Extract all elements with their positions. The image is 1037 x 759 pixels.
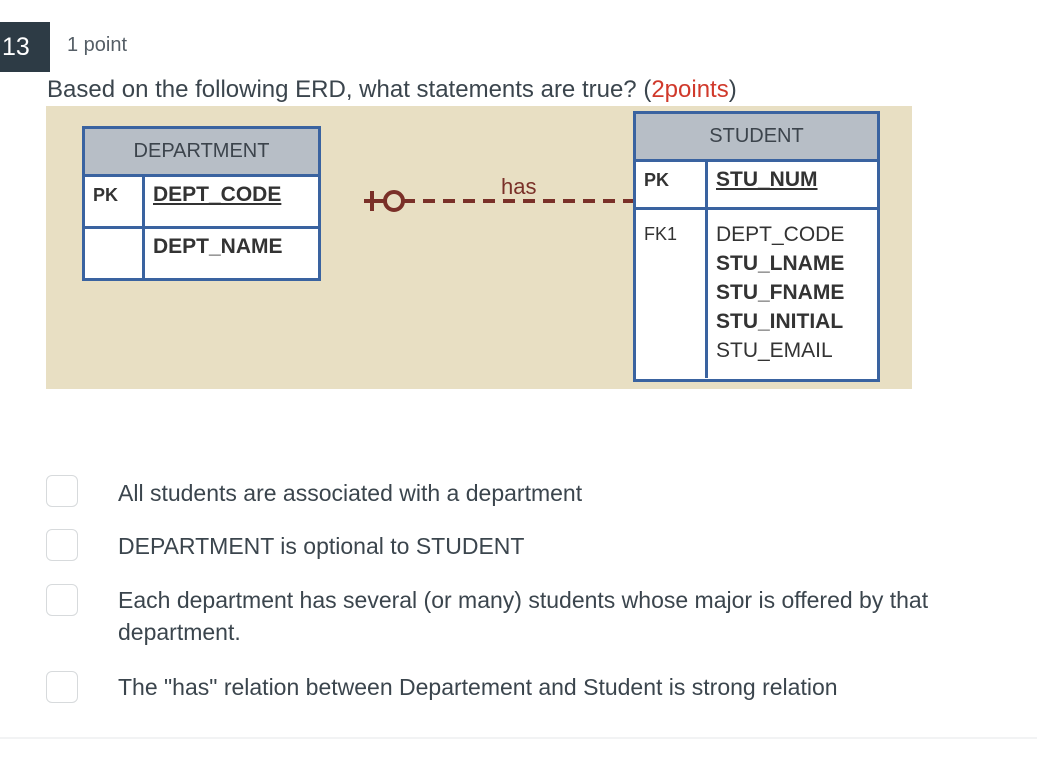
- field-dept-code: DEPT_CODE: [716, 223, 845, 246]
- student-header: STUDENT: [636, 114, 877, 162]
- question-number: 13: [2, 32, 30, 61]
- erd-diagram-image: DEPARTMENT PK DEPT_CODE DEPT_NAME has ST…: [46, 106, 912, 389]
- field-stu-num: STU_NUM: [708, 162, 877, 207]
- key-label: FK1: [636, 210, 708, 378]
- field-stu-initial: STU_INITIAL: [716, 310, 844, 333]
- option-4[interactable]: The "has" relation between Departement a…: [46, 671, 838, 703]
- department-entity: DEPARTMENT PK DEPT_CODE DEPT_NAME: [82, 126, 321, 281]
- field-stu-lname: STU_LNAME: [716, 252, 845, 275]
- field-stu-fname: STU_FNAME: [716, 281, 845, 304]
- option-checkbox[interactable]: [46, 671, 78, 703]
- department-header: DEPARTMENT: [85, 129, 318, 177]
- key-label: PK: [636, 162, 708, 207]
- field-dept-name: DEPT_NAME: [145, 229, 318, 278]
- prompt-close: ): [728, 76, 737, 103]
- prompt-text: Based on the following ERD, what stateme…: [47, 76, 652, 103]
- field-name: DEPT_CODE: [153, 183, 282, 206]
- question-points: 1 point: [67, 34, 128, 56]
- option-3[interactable]: Each department has several (or many) st…: [46, 584, 928, 645]
- department-pk-row: PK DEPT_CODE: [85, 177, 318, 229]
- student-pk-row: PK STU_NUM: [636, 162, 877, 210]
- question-number-badge: 13: [0, 22, 50, 72]
- key-label: PK: [85, 177, 145, 226]
- option-2[interactable]: DEPARTMENT is optional to STUDENT: [46, 529, 524, 561]
- relationship-label: has: [501, 174, 537, 199]
- option-label[interactable]: Each department has several (or many) st…: [118, 587, 929, 645]
- question-prompt: Based on the following ERD, what stateme…: [47, 76, 737, 104]
- student-attr-row: FK1 DEPT_CODE STU_LNAME STU_FNAME STU_IN…: [636, 210, 877, 378]
- option-label[interactable]: DEPARTMENT is optional to STUDENT: [118, 533, 525, 559]
- option-checkbox[interactable]: [46, 584, 78, 616]
- key-label: [85, 229, 145, 278]
- option-label[interactable]: All students are associated with a depar…: [118, 480, 583, 506]
- option-checkbox[interactable]: [46, 529, 78, 561]
- question-divider: [0, 737, 1037, 739]
- student-fields: DEPT_CODE STU_LNAME STU_FNAME STU_INITIA…: [708, 210, 877, 378]
- option-label[interactable]: The "has" relation between Departement a…: [118, 674, 838, 700]
- field-name: STU_NUM: [716, 168, 818, 191]
- field-name: DEPT_NAME: [153, 235, 283, 258]
- department-attr-row: DEPT_NAME: [85, 229, 318, 278]
- student-entity: STUDENT PK STU_NUM FK1 DEPT_CODE STU_LNA…: [633, 111, 880, 382]
- option-checkbox[interactable]: [46, 475, 78, 507]
- field-stu-email: STU_EMAIL: [716, 339, 833, 362]
- option-1[interactable]: All students are associated with a depar…: [46, 475, 582, 507]
- field-dept-code: DEPT_CODE: [145, 177, 318, 226]
- prompt-points: 2points: [651, 76, 729, 103]
